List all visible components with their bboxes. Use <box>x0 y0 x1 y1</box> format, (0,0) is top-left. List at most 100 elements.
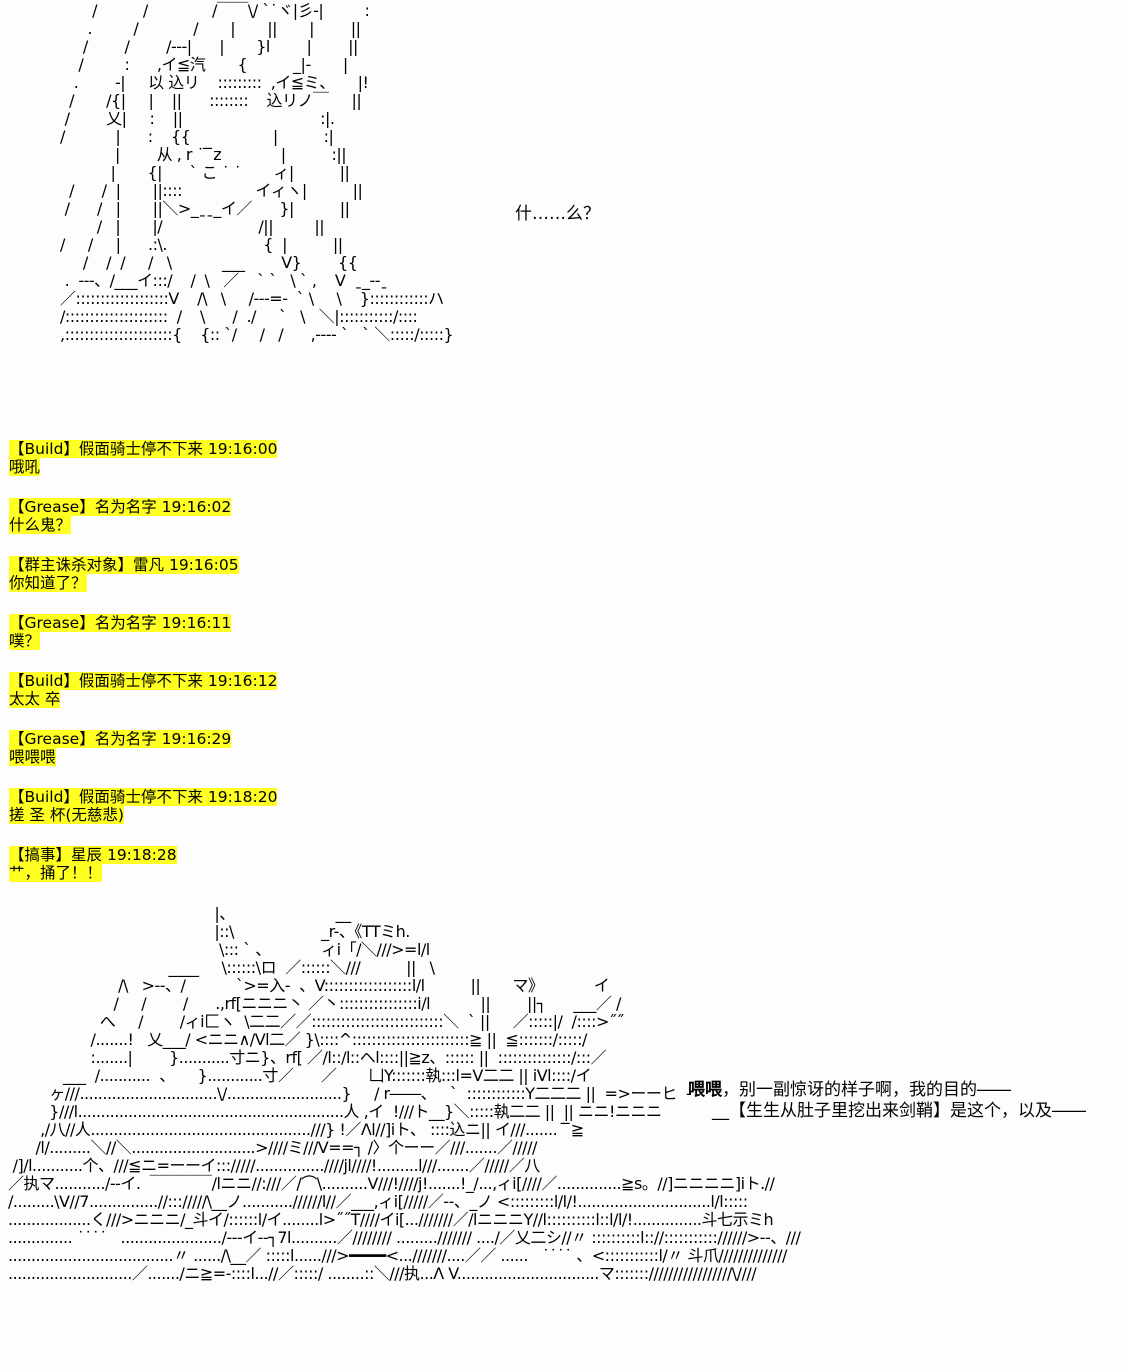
chat-message-body: 太太 卒 <box>9 690 609 708</box>
chat-message-body: 哦吼 <box>9 458 609 476</box>
chat-username: 名为名字 <box>94 614 157 632</box>
chat-tag: 【群主诛杀对象】 <box>9 556 134 574</box>
chat-tag: 【Grease】 <box>9 498 95 516</box>
top-art-line: / / /---| | }l | || <box>82 37 358 56</box>
chat-tag: 【Build】 <box>9 440 79 458</box>
chat-tag: 【Build】 <box>9 672 79 690</box>
chat-message-header: 【搞事】星辰 19:18:28 <box>9 846 609 864</box>
bottom-art-line: \::: ` 、 ィi「/＼///>=l/l <box>218 940 430 959</box>
top-art-line: ／:::::::::::::::::::V /\ \ /---=- ˋ \ \ … <box>60 289 444 308</box>
chat-message-body: 噗？ <box>9 632 609 650</box>
bottom-art-line: /l/.........＼//＼........................… <box>35 1138 538 1157</box>
chat-timestamp: 19:16:11 <box>156 614 232 632</box>
top-art-line: / / | ||:::: イィヽ| || <box>69 181 363 200</box>
chat-timestamp: 19:16:12 <box>202 672 278 690</box>
chat-tag: 【Grease】 <box>9 614 95 632</box>
top-art-line: / | |/ /|| || <box>96 217 325 236</box>
chat-header-highlight: 【Grease】名为名字 19:16:11 <box>9 614 232 632</box>
chat-timestamp: 19:16:00 <box>202 440 278 458</box>
chat-header-highlight: 【搞事】星辰 19:18:28 <box>9 846 177 864</box>
bottom-art-line: ...........................／......./ニ≧=-… <box>8 1264 757 1283</box>
bottom-art-line: ／执マ.........../--イ. ￣￣￣￣/lニニ//:///／/⌒\..… <box>8 1174 775 1193</box>
dialogue-line-1-bold: 喂喂 <box>688 1080 722 1100</box>
bottom-art-line: ..................く///>ニニニ/_斗イ/::::::l/イ… <box>8 1210 774 1229</box>
top-art-speech: 什……么？ <box>515 204 600 224</box>
bottom-art-line: へ / /ィi匚ヽ \二二／／:::::::::::::::::::::::::… <box>99 1012 625 1031</box>
chat-message-header: 【Grease】名为名字 19:16:29 <box>9 730 609 748</box>
top-art-line: | 从 , r ˙ ̄ ̄z | :|| <box>115 145 347 164</box>
bottom-art-line: :.......| }...........寸ニ}、rf[ ／/l::/l::ヘ… <box>90 1048 607 1067</box>
chat-body-highlight: 噗？ <box>9 632 41 650</box>
chat-body-highlight: 你知道了？ <box>9 574 87 592</box>
top-art-line: / / /￣￣\/ ˋ˙ヾ|彡-| : <box>92 1 370 20</box>
chat-message-body: 你知道了？ <box>9 574 609 592</box>
top-ascii-art: / / /￣￣\/ ˋ˙ヾ|彡-| : . / / | || | || / / … <box>60 1 454 344</box>
top-art-line: / / | ||＼>_ˍˍ_イ／ }| || <box>64 199 350 218</box>
chat-timestamp: 19:16:05 <box>164 556 239 574</box>
chat-username: 假面骑士停不下来 <box>78 672 203 690</box>
chat-username: 假面骑士停不下来 <box>78 440 203 458</box>
chat-header-highlight: 【群主诛杀对象】雷凡 19:16:05 <box>9 556 239 574</box>
chat-tag: 【搞事】 <box>9 846 72 864</box>
bottom-art-line: |::\ _r-、《TTミh. <box>214 922 410 941</box>
chat-header-highlight: 【Grease】名为名字 19:16:29 <box>9 730 232 748</box>
top-art-line: / / | .:\. { | || <box>60 235 343 254</box>
top-art-line: ,::::::::::::::::::::::{ {:: ˋ/ / / ,---… <box>60 325 454 344</box>
chat-timestamp: 19:16:02 <box>156 498 232 516</box>
bottom-art-line: ....................................〃 ..… <box>8 1246 787 1265</box>
chat-header-highlight: 【Build】假面骑士停不下来 19:16:12 <box>9 672 278 690</box>
chat-message-header: 【Build】假面骑士停不下来 19:16:12 <box>9 672 609 690</box>
bottom-art-line: ,/八//人..................................… <box>40 1120 584 1139</box>
chat-username: 假面骑士停不下来 <box>78 788 203 806</box>
bottom-art-line: |、 __ <box>214 904 351 923</box>
bottom-art-line: ____ \::::::\ロ ／::::::＼/// || \ <box>168 958 436 977</box>
chat-header-highlight: 【Build】假面骑士停不下来 19:18:20 <box>9 788 278 806</box>
bottom-art-line: }///l...................................… <box>49 1102 662 1121</box>
top-art-line: . / / | || | || <box>87 19 362 38</box>
chat-message-header: 【Grease】名为名字 19:16:02 <box>9 498 609 516</box>
chat-tag: 【Grease】 <box>9 730 95 748</box>
bottom-art-line: /.........\V//7...............//::://///… <box>8 1192 748 1211</box>
bottom-art-line: .............. ˙˙˙˙ ....................… <box>8 1228 801 1247</box>
chat-body-highlight: 艹，捅了！！ <box>9 864 103 882</box>
bottom-ascii-art: |、 __ |::\ _r-、《TTミh. \::: ` 、 ィi「/＼///>… <box>8 904 801 1283</box>
chat-message-header: 【Grease】名为名字 19:16:11 <box>9 614 609 632</box>
chat-timestamp: 19:18:28 <box>102 846 177 864</box>
chat-message-body: 艹，捅了！！ <box>9 864 609 882</box>
chat-message-header: 【群主诛杀对象】雷凡 19:16:05 <box>9 556 609 574</box>
chat-tag: 【Build】 <box>9 788 79 806</box>
chat-body-highlight: 哦吼 <box>9 458 41 476</box>
chat-header-highlight: 【Build】假面骑士停不下来 19:16:00 <box>9 440 278 458</box>
top-art-line: | {| ˋ こ ˙ ˙ ィ| || <box>110 163 350 182</box>
top-art-line: / | : {{ | :| <box>60 127 334 146</box>
dialogue-line-2: __【生生从肚子里挖出来剑鞘】是这个，以及―― <box>712 1101 1086 1121</box>
chat-message-body: 喂喂喂 <box>9 748 609 766</box>
bottom-art-line: /.......! 乂___/ <ニニ∧/Vl二／ }\::::^:::::::… <box>90 1030 588 1049</box>
chat-body-highlight: 太太 卒 <box>9 690 61 708</box>
chat-message-header: 【Build】假面骑士停不下来 19:18:20 <box>9 788 609 806</box>
chat-body-highlight: 搓 圣 杯(无慈悲) <box>9 806 124 824</box>
chat-body-highlight: 喂喂喂 <box>9 748 56 766</box>
top-art-line: / /{| | || :::::::: 込リノ￣ || <box>69 91 362 110</box>
chat-username: 雷凡 <box>133 556 165 574</box>
top-art-line: / / / / \ ___ V} {{ <box>82 253 358 272</box>
bottom-art-line: /]/l...........个、///≦ニ=ーーイ::://///......… <box>12 1156 541 1175</box>
bottom-art-line: ヶ///..............................\/....… <box>49 1084 692 1103</box>
top-art-line: /::::::::::::::::::::: / \ / ./ ˋ \ ＼|::… <box>60 307 418 326</box>
chat-username: 名为名字 <box>94 498 157 516</box>
top-art-line: . -| 以 込リ ::::::::: ,イ≦ミ、 |! <box>73 73 369 92</box>
chat-header-highlight: 【Grease】名为名字 19:16:02 <box>9 498 232 516</box>
top-art-line: / : ,イ≦汽 { _|- | <box>78 55 348 74</box>
chat-username: 名为名字 <box>94 730 157 748</box>
chat-timestamp: 19:18:20 <box>202 788 278 806</box>
bottom-art-line: /\ >--、/ ˋ>=入- 、V::::::::::::::::::l/l |… <box>118 976 610 995</box>
top-art-line: . ---、/___イ:::/ / \ ／ ˋ ˋ \ ` , V ˍ_--ˍ <box>64 271 388 290</box>
chat-message-body: 什么鬼？ <box>9 516 609 534</box>
